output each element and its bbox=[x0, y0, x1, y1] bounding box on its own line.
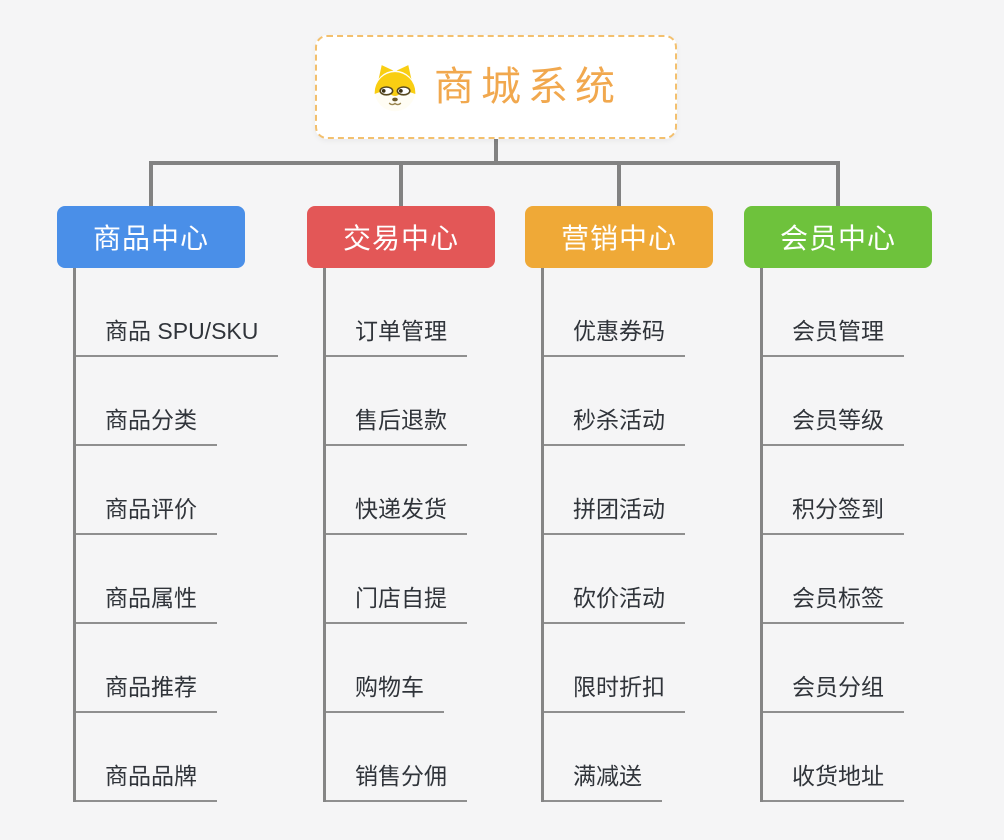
leaf-node[interactable]: 门店自提 bbox=[323, 585, 467, 624]
leaf-node[interactable]: 商品品牌 bbox=[73, 763, 217, 802]
branch-leaves-marketing: 优惠券码 秒杀活动 拼团活动 砍价活动 限时折扣 满减送 bbox=[541, 268, 713, 802]
leaf-row: 会员标签 bbox=[760, 535, 932, 624]
leaf-row: 商品推荐 bbox=[73, 624, 278, 713]
leaf-node[interactable]: 订单管理 bbox=[323, 318, 467, 357]
leaf-node[interactable]: 会员管理 bbox=[760, 318, 904, 357]
branch-leaves-trade: 订单管理 售后退款 快递发货 门店自提 购物车 销售分佣 bbox=[323, 268, 495, 802]
branch-leaves-product: 商品 SPU/SKU 商品分类 商品评价 商品属性 商品推荐 商品品牌 bbox=[73, 268, 279, 802]
leaf-row: 积分签到 bbox=[760, 446, 932, 535]
leaf-node[interactable]: 满减送 bbox=[541, 763, 662, 802]
leaf-row: 快递发货 bbox=[323, 446, 495, 535]
leaf-node[interactable]: 售后退款 bbox=[323, 407, 467, 446]
branch-node-member[interactable]: 会员中心 bbox=[744, 206, 932, 268]
leaf-row: 会员分组 bbox=[760, 624, 932, 713]
leaf-node[interactable]: 收货地址 bbox=[760, 763, 904, 802]
leaf-row: 优惠券码 bbox=[541, 268, 713, 357]
root-node[interactable]: 商城系统 bbox=[315, 35, 677, 139]
dog-face-icon bbox=[374, 65, 416, 112]
leaf-row: 购物车 bbox=[323, 624, 495, 713]
leaf-node[interactable]: 会员标签 bbox=[760, 585, 904, 624]
leaf-row: 商品品牌 bbox=[73, 713, 278, 802]
leaf-row: 商品分类 bbox=[73, 357, 278, 446]
branch-node-marketing[interactable]: 营销中心 bbox=[525, 206, 713, 268]
leaf-row: 会员管理 bbox=[760, 268, 932, 357]
leaf-node[interactable]: 会员等级 bbox=[760, 407, 904, 446]
leaf-node[interactable]: 会员分组 bbox=[760, 674, 904, 713]
leaf-node[interactable]: 秒杀活动 bbox=[541, 407, 685, 446]
branch-node-product[interactable]: 商品中心 bbox=[57, 206, 245, 268]
leaf-row: 满减送 bbox=[541, 713, 713, 802]
leaf-row: 秒杀活动 bbox=[541, 357, 713, 446]
leaf-row: 商品属性 bbox=[73, 535, 278, 624]
leaf-row: 销售分佣 bbox=[323, 713, 495, 802]
leaf-node[interactable]: 优惠券码 bbox=[541, 318, 685, 357]
leaf-node[interactable]: 购物车 bbox=[323, 674, 444, 713]
connector-horizontal-bus bbox=[149, 161, 840, 165]
branch-node-trade[interactable]: 交易中心 bbox=[307, 206, 495, 268]
leaf-node[interactable]: 销售分佣 bbox=[323, 763, 467, 802]
connector-root-stem bbox=[494, 139, 498, 165]
leaf-node[interactable]: 商品属性 bbox=[73, 585, 217, 624]
leaf-node[interactable]: 商品 SPU/SKU bbox=[73, 318, 279, 357]
leaf-row: 限时折扣 bbox=[541, 624, 713, 713]
branch-column-product: 商品中心 商品 SPU/SKU 商品分类 商品评价 商品属性 商品推荐 商品品牌 bbox=[57, 206, 279, 802]
leaf-node[interactable]: 快递发货 bbox=[323, 496, 467, 535]
connector-drop-member bbox=[836, 161, 840, 206]
leaf-node[interactable]: 商品评价 bbox=[73, 496, 217, 535]
leaf-row: 商品评价 bbox=[73, 446, 278, 535]
root-title: 商城系统 bbox=[434, 65, 622, 109]
leaf-row: 拼团活动 bbox=[541, 446, 713, 535]
leaf-row: 订单管理 bbox=[323, 268, 495, 357]
leaf-row: 售后退款 bbox=[323, 357, 495, 446]
leaf-node[interactable]: 积分签到 bbox=[760, 496, 904, 535]
leaf-node[interactable]: 砍价活动 bbox=[541, 585, 685, 624]
leaf-node[interactable]: 商品推荐 bbox=[73, 674, 217, 713]
branch-column-trade: 交易中心 订单管理 售后退款 快递发货 门店自提 购物车 销售分佣 bbox=[307, 206, 495, 802]
connector-drop-trade bbox=[399, 161, 403, 206]
connector-drop-product bbox=[149, 161, 153, 206]
leaf-row: 砍价活动 bbox=[541, 535, 713, 624]
branch-column-member: 会员中心 会员管理 会员等级 积分签到 会员标签 会员分组 收货地址 bbox=[744, 206, 932, 802]
branch-column-marketing: 营销中心 优惠券码 秒杀活动 拼团活动 砍价活动 限时折扣 满减送 bbox=[525, 206, 713, 802]
leaf-node[interactable]: 拼团活动 bbox=[541, 496, 685, 535]
leaf-node[interactable]: 限时折扣 bbox=[541, 674, 685, 713]
leaf-row: 商品 SPU/SKU bbox=[73, 268, 279, 357]
branch-leaves-member: 会员管理 会员等级 积分签到 会员标签 会员分组 收货地址 bbox=[760, 268, 932, 802]
connector-drop-marketing bbox=[617, 161, 621, 206]
leaf-row: 门店自提 bbox=[323, 535, 495, 624]
leaf-row: 收货地址 bbox=[760, 713, 932, 802]
leaf-row: 会员等级 bbox=[760, 357, 932, 446]
leaf-node[interactable]: 商品分类 bbox=[73, 407, 217, 446]
